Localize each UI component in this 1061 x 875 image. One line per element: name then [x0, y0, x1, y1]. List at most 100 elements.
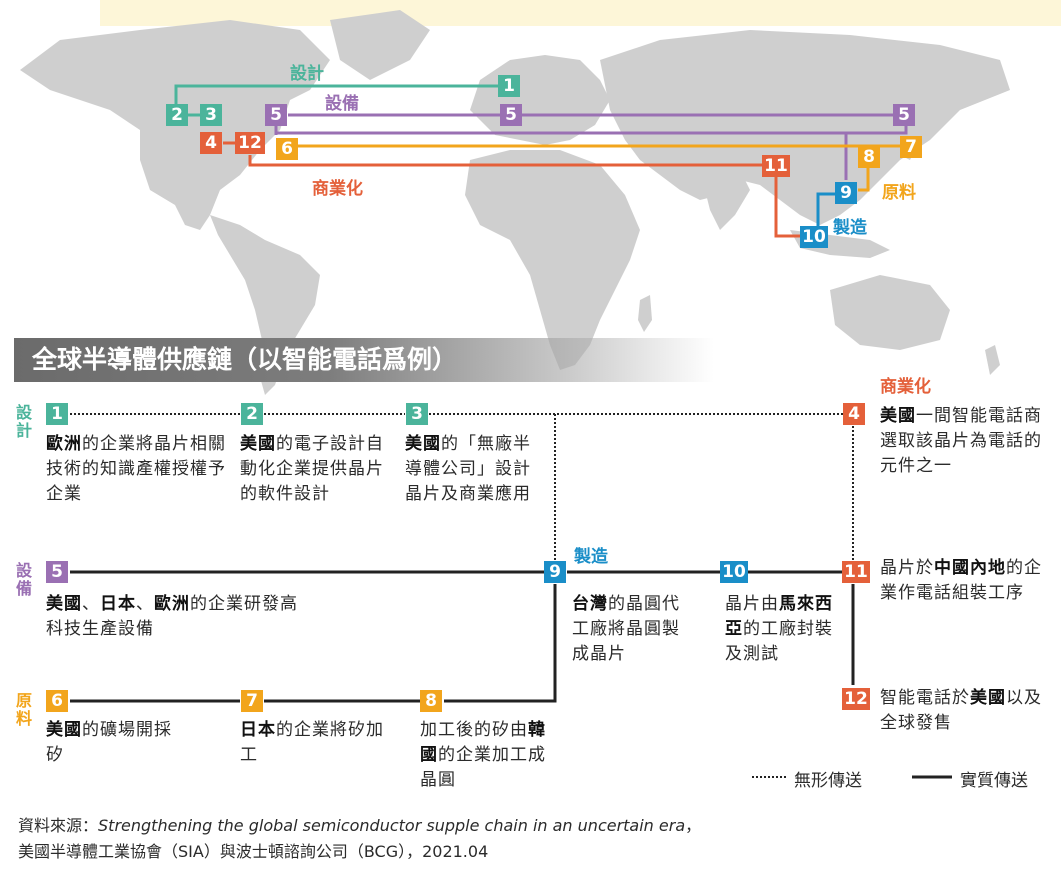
step-11-text: 晶片於中國內地的企業作電話組裝工序: [880, 556, 1052, 606]
step-5-sep-1: 、: [82, 594, 100, 614]
step-10-bold: 馬來西亞: [725, 594, 833, 639]
source-line-1: 資料來源：Strengthening the global semiconduc…: [18, 814, 1048, 838]
step-6-rest: 的礦場開採矽: [46, 720, 172, 765]
legend-dotted-swatch: [752, 776, 788, 778]
step-2-bold: 美國: [240, 434, 276, 454]
step-7-text: 日本的企業將矽加工: [240, 718, 390, 768]
step-4-rest: 一間智能電話商選取該晶片為電話的元件之一: [880, 406, 1042, 476]
step-9-text: 台灣的晶圓代工廠將晶圓製成晶片: [572, 592, 697, 667]
step-10-text: 晶片由馬來西亞的工廠封裝及測試: [725, 592, 840, 667]
map-highlight-band: [100, 0, 1061, 26]
map-box-6: 6: [276, 138, 298, 160]
source-title: Strengthening the global semiconductor s…: [98, 816, 686, 835]
step-9-rest: 的晶圓代工廠將晶圓製成晶片: [572, 594, 680, 664]
map-box-1: 1: [498, 75, 520, 97]
step-5-rest: 的企業研發高科技生產設備: [46, 594, 298, 639]
map-box-12: 12: [235, 132, 265, 154]
flow-box-10: 10: [720, 561, 748, 583]
step-1-text: 歐洲的企業將晶片相關技術的知識產權授權予企業: [46, 432, 226, 507]
step-12-pre: 智能電話於: [880, 688, 970, 708]
step-8-bold: 韓國: [420, 720, 546, 765]
map-box-5c: 5: [893, 104, 915, 126]
step-2-text: 美國的電子設計自動化企業提供晶片的軟件設計: [240, 432, 390, 507]
step-12-bold: 美國: [970, 688, 1006, 708]
step-4-text: 美國一間智能電話商選取該晶片為電話的元件之一: [880, 404, 1052, 479]
map-label-design: 設計: [290, 64, 324, 84]
map-label-manufacturing: 製造: [833, 218, 867, 238]
step-5-bold-1: 美國: [46, 594, 82, 614]
step-5-bold-3: 歐洲: [154, 594, 190, 614]
flow-box-3: 3: [406, 403, 428, 425]
map-line-commercial-2: [248, 155, 765, 167]
step-9-bold: 台灣: [572, 594, 608, 614]
step-5-text: 美國、日本、歐洲的企業研發高科技生產設備: [46, 592, 306, 642]
map-box-2: 2: [166, 104, 188, 126]
south-america-landmass: [210, 215, 320, 395]
map-box-5b: 5: [500, 104, 522, 126]
step-11-rest: 的企業作電話組裝工序: [880, 558, 1042, 603]
step-3-rest: 的「無廠半導體公司」設計晶片及商業應用: [405, 434, 531, 504]
map-box-11: 11: [762, 155, 790, 177]
map-label-equipment: 設備: [325, 94, 359, 114]
category-manufacturing: 製造: [574, 547, 608, 567]
map-box-10: 10: [800, 226, 828, 248]
source-line-2: 美國半導體工業協會（SIA）與波士頓諮詢公司（BCG），2021.04: [18, 842, 489, 861]
step-3-bold: 美國: [405, 434, 441, 454]
map-box-9: 9: [835, 182, 857, 204]
india-landmass: [700, 170, 750, 230]
title-bar: [14, 338, 714, 382]
step-3-text: 美國的「無廠半導體公司」設計晶片及商業應用: [405, 432, 545, 507]
map-box-5a: 5: [265, 104, 287, 126]
flow-box-4: 4: [843, 403, 865, 425]
step-8-text: 加工後的矽由韓國的企業加工成晶圓: [420, 718, 560, 793]
step-1-rest: 的企業將晶片相關技術的知識產權授權予企業: [46, 434, 226, 504]
step-5-bold-2: 日本: [100, 594, 136, 614]
flow-box-12: 12: [842, 688, 870, 710]
flow-box-6: 6: [46, 690, 68, 712]
step-6-text: 美國的礦場開採矽: [46, 718, 186, 768]
flow-box-9: 9: [544, 561, 566, 583]
source-prefix: 資料來源：: [18, 816, 99, 835]
map-label-material: 原料: [882, 183, 916, 203]
flow-box-2: 2: [241, 403, 263, 425]
flow-box-1: 1: [46, 403, 68, 425]
map-line-material-2: [858, 168, 870, 192]
greenland-landmass: [330, 10, 430, 80]
flow-box-7: 7: [241, 690, 263, 712]
step-10-pre: 晶片由: [725, 594, 779, 614]
step-7-rest: 的企業將矽加工: [240, 720, 384, 765]
step-8-rest: 的企業加工成晶圓: [420, 745, 546, 790]
map-box-8: 8: [858, 146, 880, 168]
step-7-bold: 日本: [240, 720, 276, 740]
flow-box-11: 11: [842, 561, 870, 583]
category-commercial: 商業化: [880, 377, 931, 397]
step-11-bold: 中國內地: [934, 558, 1006, 578]
map-label-commercial: 商業化: [312, 179, 363, 199]
flow-lines: [70, 413, 855, 703]
step-12-text: 智能電話於美國以及全球發售: [880, 686, 1052, 736]
source-comma: ，: [685, 816, 702, 835]
category-equipment: 設備: [16, 561, 33, 598]
category-material: 原料: [16, 691, 33, 728]
africa-landmass: [465, 150, 640, 370]
step-4-bold: 美國: [880, 406, 916, 426]
legend-solid-swatch: [912, 775, 952, 779]
step-2-rest: 的電子設計自動化企業提供晶片的軟件設計: [240, 434, 384, 504]
map-box-4: 4: [200, 132, 222, 154]
map-line-manufacturing: [816, 192, 835, 228]
solid-line-8-9: [444, 584, 557, 703]
legend-physical: 實質傳送: [960, 771, 1028, 791]
step-8-pre: 加工後的矽由: [420, 720, 528, 740]
step-12-rest: 以及全球發售: [880, 688, 1042, 733]
legend-intangible: 無形傳送: [794, 771, 862, 791]
map-line-commercial-3: [774, 176, 800, 238]
flow-box-8: 8: [420, 690, 442, 712]
map-box-7: 7: [900, 136, 922, 158]
category-design: 設計: [16, 403, 33, 440]
madagascar-landmass: [638, 295, 652, 332]
page-title: 全球半導體供應鏈（以智能電話爲例）: [32, 345, 458, 374]
map-box-3: 3: [200, 104, 222, 126]
step-5-sep-2: 、: [136, 594, 154, 614]
flow-box-5: 5: [46, 561, 68, 583]
world-map: [0, 0, 1061, 400]
